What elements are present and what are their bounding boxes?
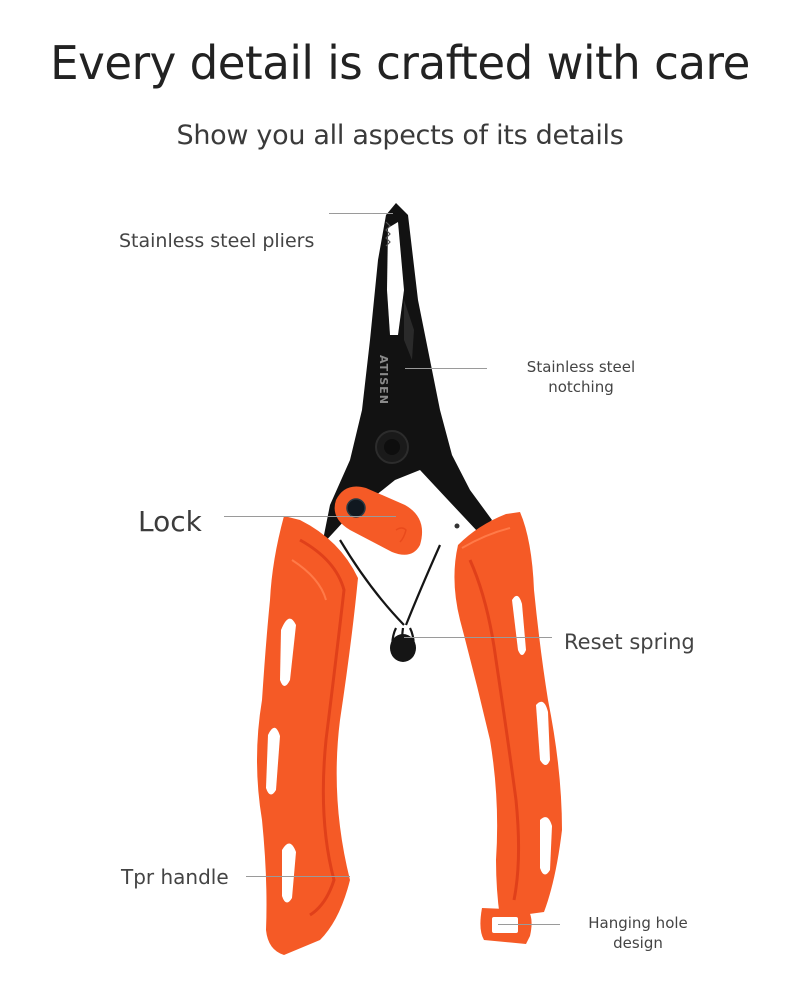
callout-reset-spring: Reset spring [564,630,695,654]
notching-label-line1: Stainless steel [526,358,636,376]
lock-lever [334,486,423,555]
page-title: Every detail is crafted with care [50,36,750,90]
callout-lock: Lock [138,505,202,538]
notching-leader-line [405,368,487,369]
handle-leader-line [246,876,350,877]
callout-stainless-steel-pliers: Stainless steel pliers [119,230,315,252]
hole-label-line1: Hanging hole [588,914,688,932]
page-subtitle: Show you all aspects of its details [176,120,624,151]
pliers-jaw: ATISEN [322,203,492,545]
right-handle [454,512,562,944]
spring-leader-line [404,637,552,638]
lock-leader-line [224,516,396,517]
left-handle [257,516,358,955]
hole-leader-line [498,924,560,925]
brand-mark: ATISEN [377,355,390,405]
callout-stainless-steel-notching: Stainless steel notching [516,358,646,397]
hole-label-line2: design [613,933,663,952]
notching-label-line2: notching [548,377,614,396]
pliers-leader-line [329,213,393,214]
callout-hanging-hole-design: Hanging hole design [578,914,698,953]
callout-tpr-handle: Tpr handle [121,865,229,889]
